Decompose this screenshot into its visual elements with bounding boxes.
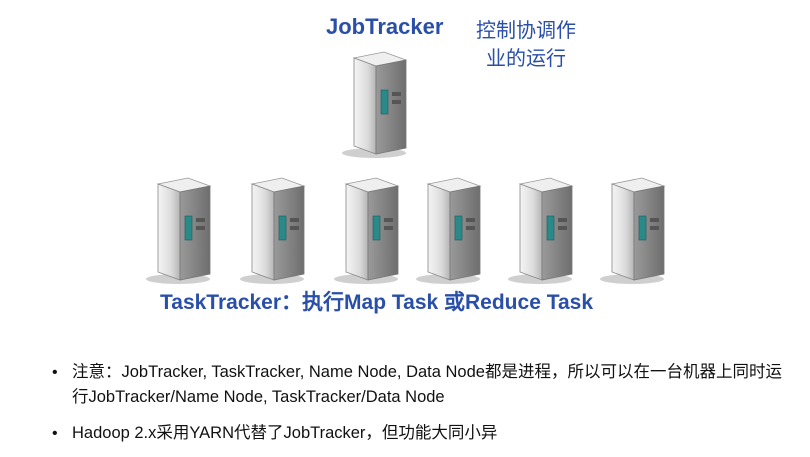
server-tower-icon xyxy=(508,177,574,284)
server-tower-icon xyxy=(416,177,482,284)
list-item: • 注意：JobTracker, TaskTracker, Name Node,… xyxy=(48,360,788,410)
tasktracker-caption: TaskTracker：执行Map Task 或Reduce Task xyxy=(160,291,594,314)
jobtracker-description: 控制协调作 业的运行 xyxy=(462,16,590,72)
server-tower-icon xyxy=(240,177,306,284)
note-text: Hadoop 2.x采用YARN代替了JobTracker，但功能大同小异 xyxy=(72,424,498,442)
server-tower-icon xyxy=(342,51,408,158)
bullet-dot: • xyxy=(52,425,58,442)
note-text: 注意：JobTracker, TaskTracker, Name Node, D… xyxy=(72,363,782,406)
server-tower-icon xyxy=(146,177,212,284)
jobtracker-description-line-2: 业的运行 xyxy=(486,46,566,70)
server-tower-icon xyxy=(334,177,400,284)
jobtracker-title: JobTracker xyxy=(326,14,444,39)
notes-list: • 注意：JobTracker, TaskTracker, Name Node,… xyxy=(48,360,788,457)
server-tower-icon xyxy=(600,177,666,284)
list-item: • Hadoop 2.x采用YARN代替了JobTracker，但功能大同小异 xyxy=(48,421,788,446)
jobtracker-description-line-1: 控制协调作 xyxy=(476,18,576,42)
bullet-dot: • xyxy=(52,364,58,381)
